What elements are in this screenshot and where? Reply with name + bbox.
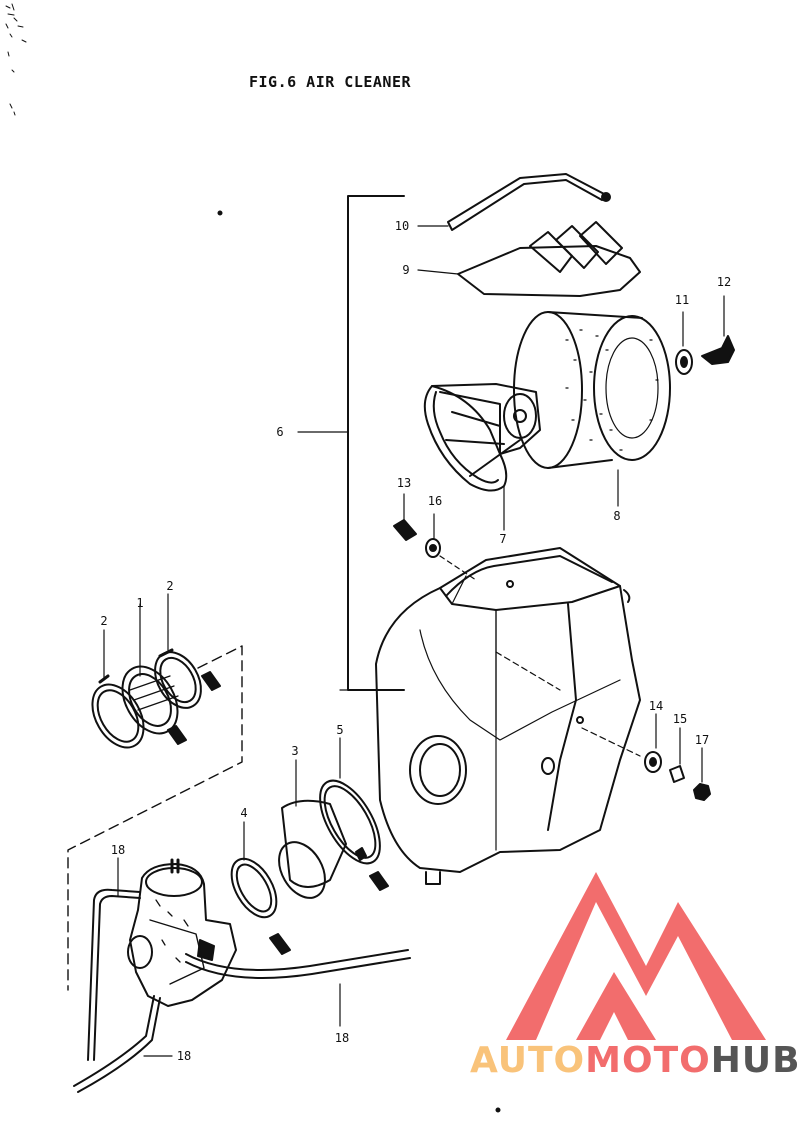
part-8-filter-element — [513, 311, 671, 507]
callout-3: 3 — [291, 744, 299, 758]
callout-11: 11 — [674, 293, 690, 307]
part-12-wingnut — [701, 295, 735, 365]
callout-10: 10 — [394, 219, 410, 233]
part-7-cage — [423, 383, 541, 531]
callout-2-right: 2 — [166, 579, 174, 593]
brand-part-hub: HUB — [710, 1040, 800, 1081]
scan-noise — [5, 3, 27, 116]
brand-part-moto: MOTO — [585, 1040, 711, 1081]
carburetor — [127, 858, 237, 1007]
callout-7: 7 — [499, 532, 507, 546]
part-5-ring — [319, 737, 381, 865]
part-11-washer — [675, 311, 693, 375]
air-cleaner-case — [339, 547, 641, 885]
part-2-clamp-left — [91, 629, 145, 749]
callout-9: 9 — [402, 263, 410, 277]
callout-16: 16 — [427, 494, 443, 508]
part-14-washer — [644, 713, 662, 773]
callout-4: 4 — [240, 806, 248, 820]
callout-8: 8 — [613, 509, 621, 523]
callout-14: 14 — [648, 699, 664, 713]
part-15-collar — [669, 727, 685, 783]
part-9-cover — [417, 221, 641, 297]
callout-18-top: 18 — [110, 843, 126, 857]
callout-15: 15 — [672, 712, 688, 726]
callout-12: 12 — [716, 275, 732, 289]
part-4-clamp — [230, 821, 278, 919]
speck — [217, 210, 223, 216]
part-2-clamp-right — [154, 593, 202, 709]
automotohub-logo-icon — [506, 872, 766, 1040]
part-10-strap — [417, 173, 611, 231]
part-18-hoses — [73, 857, 411, 1093]
figure-title: FIG.6 AIR CLEANER — [249, 73, 412, 91]
callout-5: 5 — [336, 723, 344, 737]
callout-13: 13 — [396, 476, 412, 490]
callout-18-bottom: 18 — [334, 1031, 350, 1045]
callout-1: 1 — [136, 596, 144, 610]
part-3-connector — [278, 759, 347, 899]
speck — [495, 1107, 501, 1113]
brand-part-auto: AUTO — [470, 1040, 586, 1081]
screw — [269, 847, 389, 955]
part-13-bolt — [393, 493, 417, 541]
callout-6: 6 — [276, 425, 284, 439]
part-1-pipe — [121, 603, 179, 735]
bracket-6 — [297, 195, 405, 691]
assembly-bracket-dashed — [67, 645, 243, 991]
callout-2-left: 2 — [100, 614, 108, 628]
brand-wordmark: AUTOMOTOHUB — [470, 1040, 800, 1081]
screw — [167, 671, 221, 745]
callout-18-left: 18 — [176, 1049, 192, 1063]
part-17-nut — [693, 747, 711, 801]
callout-17: 17 — [694, 733, 710, 747]
